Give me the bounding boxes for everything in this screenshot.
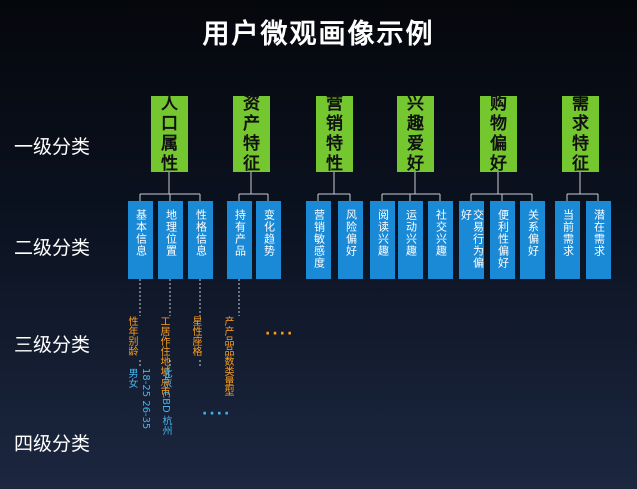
level1-box-interests: 兴趣爱好 (397, 94, 434, 174)
row-label-level2: 二级分类 (14, 237, 91, 259)
level2-label: 地理位置 (164, 209, 178, 257)
level2-box: 运动兴趣 (398, 201, 423, 279)
level2-label: 当前需求 (561, 209, 575, 257)
row-label-level4: 四级分类 (14, 433, 91, 455)
level2-box: 社交兴趣 (428, 201, 453, 279)
row-label-level3: 三级分类 (14, 334, 91, 356)
level3-label: 星性座格 (190, 316, 201, 356)
level1-label: 营销特性 (326, 94, 343, 174)
level2-box: 便利性偏好 (490, 201, 515, 279)
row-label-level1: 一级分类 (14, 136, 91, 158)
level2-label: 社交兴趣 (434, 209, 448, 257)
level2-box: 持有产品 (227, 201, 252, 279)
page-title: 用户微观画像示例 (202, 19, 435, 50)
level2-label: 运动兴趣 (404, 209, 418, 257)
level3-label: 工居作住地域点市 (158, 316, 169, 396)
level1-label: 资产特征 (243, 94, 260, 174)
level4-label: 18-25 26-35 (140, 368, 151, 430)
level2-label: 营销敏感度 (312, 209, 326, 269)
level2-box: 当前需求 (555, 201, 580, 279)
level4-label: 男女 (126, 368, 137, 388)
level1-label: 购物偏好 (490, 94, 507, 174)
level2-label: 性格信息 (194, 209, 208, 257)
level2-box: 风险偏好 (338, 201, 363, 279)
level1-box-assets: 资产特征 (233, 94, 270, 174)
level2-box: 交易行为偏好 (459, 201, 485, 279)
level1-box-demographics: 人口属性 (151, 94, 188, 174)
level1-box-needs: 需求特征 (562, 94, 599, 174)
level2-label: 关系偏好 (526, 209, 540, 257)
level2-label: 持有产品 (233, 209, 247, 257)
level2-box: 基本信息 (128, 201, 153, 279)
level4-more-dots: ···· (202, 406, 232, 422)
level2-label: 阅读兴趣 (376, 209, 390, 257)
level1-label: 兴趣爱好 (407, 94, 424, 174)
level1-box-shopping: 购物偏好 (480, 94, 517, 174)
level3-more-dots: ···· (265, 326, 295, 342)
level1-box-marketing: 营销特性 (316, 94, 353, 174)
level4-label: 北京 CBD 杭州 (160, 368, 171, 436)
level3-label: 性年别龄 (126, 316, 137, 356)
level2-box: 营销敏感度 (306, 201, 331, 279)
level2-label: 交易行为偏好 (459, 209, 485, 269)
level2-box: 变化趋势 (256, 201, 281, 279)
level2-label: 变化趋势 (262, 209, 276, 257)
level3-label: 产产品品数类量型 (222, 316, 233, 396)
level2-label: 便利性偏好 (496, 209, 510, 269)
level2-box: 地理位置 (158, 201, 183, 279)
level2-box: 关系偏好 (520, 201, 545, 279)
level2-box: 阅读兴趣 (370, 201, 395, 279)
level2-label: 基本信息 (134, 209, 148, 257)
level2-label: 潜在需求 (592, 209, 606, 257)
level1-label: 需求特征 (572, 94, 589, 174)
level2-label: 风险偏好 (344, 209, 358, 257)
level2-box: 性格信息 (188, 201, 213, 279)
level2-box: 潜在需求 (586, 201, 611, 279)
level1-label: 人口属性 (161, 94, 178, 174)
